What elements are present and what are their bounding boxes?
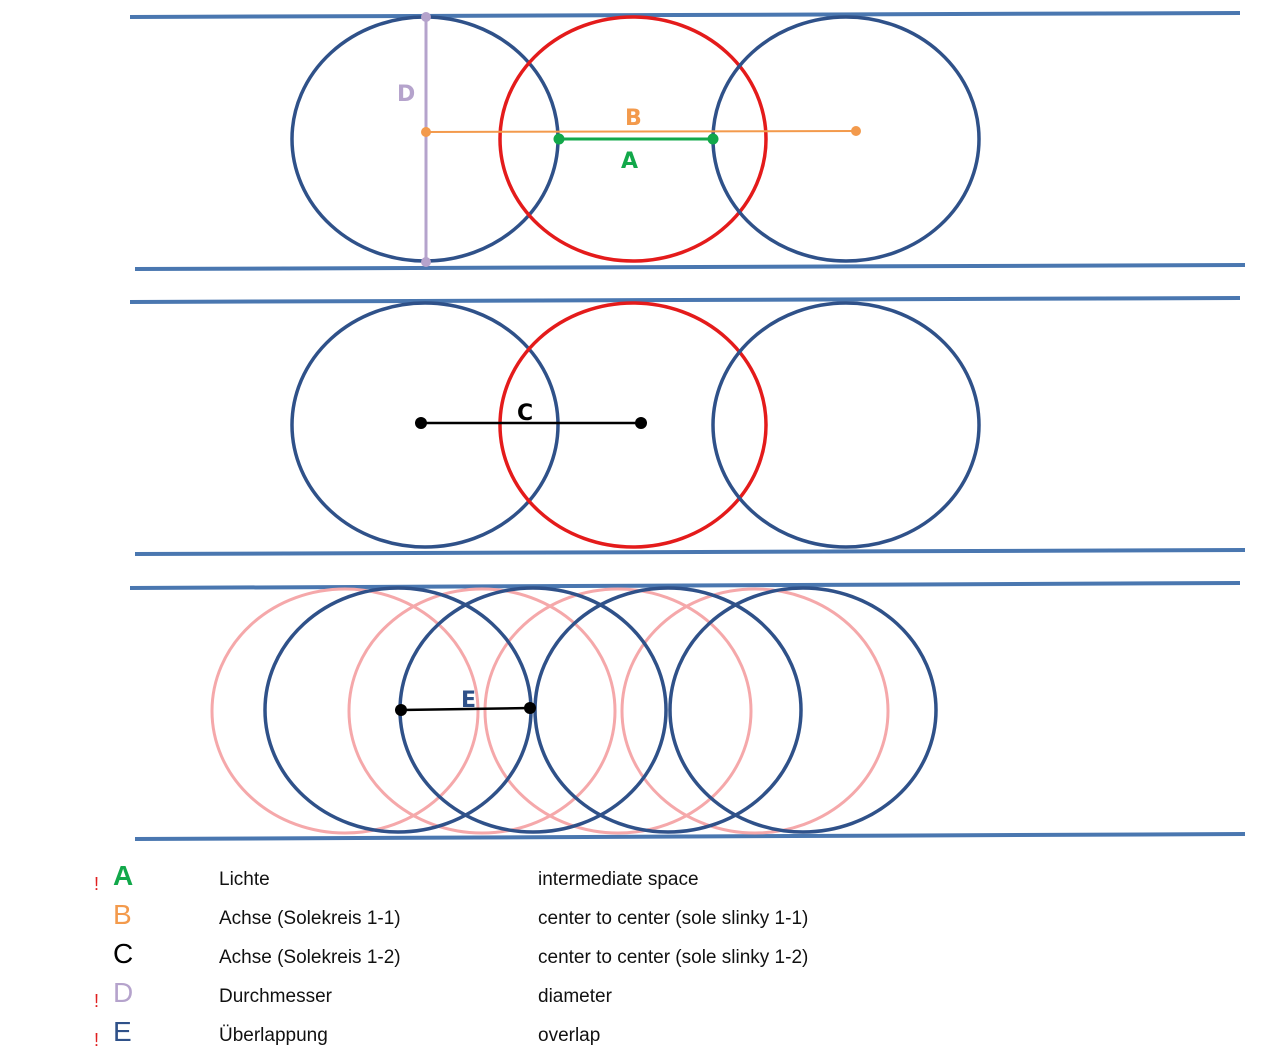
- legend-letter: C: [113, 938, 134, 969]
- label-d: D: [397, 82, 415, 107]
- overlap-line-e: [400, 706, 531, 712]
- panel-3-overlap: E: [129, 581, 1246, 841]
- legend-letter: E: [113, 1016, 132, 1047]
- legend-english-term: intermediate space: [538, 869, 699, 890]
- slinky-loop-4: [668, 586, 938, 834]
- slinky-loop-3: [533, 586, 803, 834]
- legend-german-term: Überlappung: [219, 1025, 328, 1046]
- panel-1-spacing: D B A: [129, 11, 1246, 271]
- label-e: E: [461, 688, 476, 713]
- legend-english-term: overlap: [538, 1025, 601, 1046]
- overlap-e-endpoint-right: [524, 702, 536, 714]
- pink-loop-4: [620, 587, 890, 835]
- slinky-diagram: D B A C E: [129, 11, 1246, 841]
- trench-line-top: [129, 11, 1241, 19]
- legend-letter: D: [113, 977, 134, 1008]
- warning-mark: !: [94, 874, 100, 894]
- slinky-loop-2-red: [498, 15, 768, 263]
- slinky-loop-3: [711, 301, 981, 549]
- label-a: A: [621, 149, 638, 174]
- trench-line-top: [129, 581, 1241, 590]
- legend-letter: B: [113, 899, 132, 930]
- legend-german-term: Achse (Solekreis 1-1): [219, 908, 401, 929]
- pink-loop-3: [483, 587, 753, 835]
- label-c: C: [517, 401, 533, 426]
- legend-row-a: ! A Lichte intermediate space: [0, 860, 1280, 899]
- axis-b-endpoint-right: [851, 126, 861, 136]
- pink-loop-2: [347, 587, 617, 835]
- axis-c-endpoint-right: [635, 417, 647, 429]
- legend-english-term: center to center (sole slinky 1-2): [538, 947, 809, 968]
- overlap-e-endpoint-left: [395, 704, 407, 716]
- axis-line-b: [425, 130, 857, 133]
- warning-mark: !: [94, 1030, 100, 1050]
- legend-english-term: center to center (sole slinky 1-1): [538, 908, 809, 929]
- axis-c-endpoint-left: [415, 417, 427, 429]
- label-b: B: [625, 106, 642, 131]
- legend-english-term: diameter: [538, 986, 612, 1007]
- legend-row-d: ! D Durchmesser diameter: [0, 977, 1280, 1016]
- spacing-a-endpoint-right: [707, 133, 719, 145]
- slinky-loop-1: [290, 301, 560, 549]
- slinky-loop-3: [711, 15, 981, 263]
- trench-line-bottom: [134, 548, 1246, 556]
- legend-german-term: Achse (Solekreis 1-2): [219, 947, 401, 968]
- diameter-endpoint-top: [421, 12, 431, 22]
- legend-german-term: Durchmesser: [219, 986, 332, 1007]
- trench-line-bottom: [134, 832, 1246, 841]
- warning-mark: !: [94, 991, 100, 1011]
- slinky-loop-2-red: [498, 301, 768, 549]
- legend: ! A Lichte intermediate space B Achse (S…: [0, 860, 1280, 1059]
- axis-b-endpoint-left: [421, 127, 431, 137]
- legend-row-c: C Achse (Solekreis 1-2) center to center…: [0, 938, 1280, 977]
- legend-row-b: B Achse (Solekreis 1-1) center to center…: [0, 899, 1280, 938]
- pink-loop-1: [210, 587, 480, 835]
- diameter-endpoint-bottom: [421, 257, 431, 267]
- panel-2-axis-1-2: C: [129, 296, 1246, 556]
- spacing-a-endpoint-left: [553, 133, 565, 145]
- legend-letter: A: [113, 860, 134, 891]
- legend-row-e: ! E Überlappung overlap: [0, 1016, 1280, 1055]
- trench-line-top: [129, 296, 1241, 304]
- trench-line-bottom: [134, 263, 1246, 271]
- legend-german-term: Lichte: [219, 869, 270, 890]
